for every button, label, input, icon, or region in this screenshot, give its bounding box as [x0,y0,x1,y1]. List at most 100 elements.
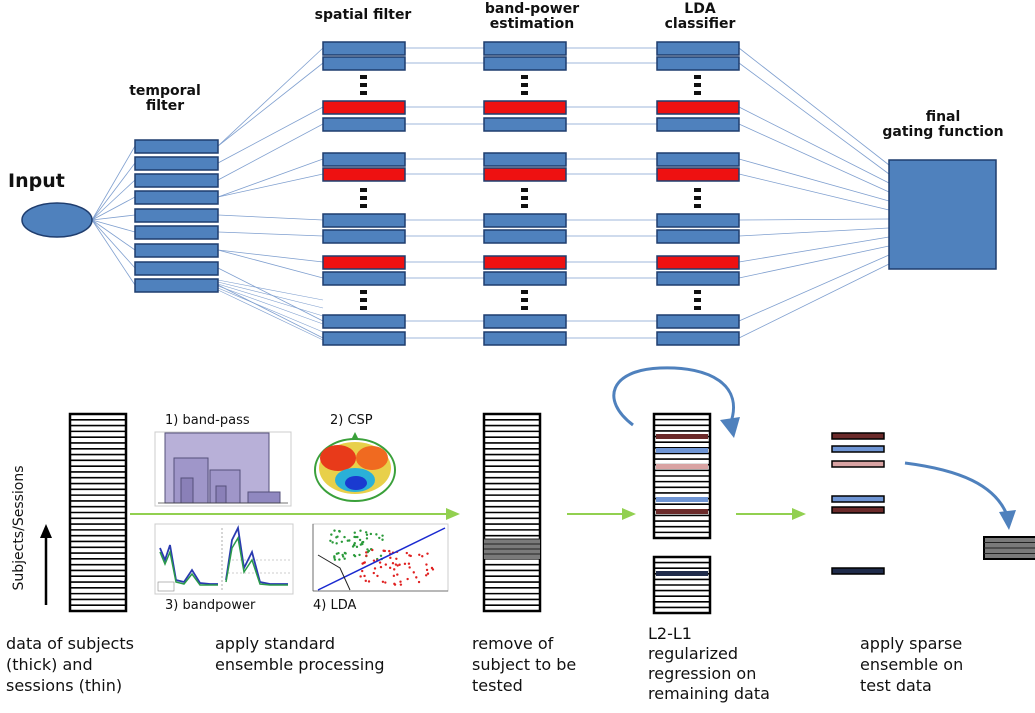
lda-point-red [372,571,375,575]
lda-point-green [335,552,339,555]
pipeline-box [656,314,740,329]
lda-point-red [426,572,430,575]
pipeline-box [322,41,406,56]
pipeline-box [656,117,740,132]
lda-point-red [389,556,392,560]
lda-point-red [412,571,415,574]
lda-point-green [381,538,384,541]
input-node [21,202,93,238]
lda-point-red [393,568,396,571]
step-csp-label: 2) CSP [330,413,373,428]
lda-point-green [364,531,368,534]
sparse-ensemble-bar [831,567,885,575]
fan-line [217,62,324,147]
selected-pipeline-box [483,255,567,270]
pipeline-connection-lines [217,47,890,341]
lda-point-green [365,537,369,540]
lda-point-green [355,545,359,549]
gating-line [738,173,890,211]
pipeline-box [322,56,406,71]
ellipsis-dot [360,83,367,87]
subjects-axis-arrowhead [40,524,52,538]
pipeline-box [483,229,567,244]
ellipsis-dot [694,290,701,294]
sparse-ensemble-bar [831,460,885,468]
lda-point-green [329,539,332,542]
pipeline-box [483,271,567,286]
lda-point-red [405,551,409,555]
lda-point-green [361,542,364,546]
ellipsis-dot [694,75,701,79]
gating-line [738,263,890,339]
gating-line [738,106,890,184]
lda-point-red [408,566,411,569]
selected-ensemble-row [656,497,708,502]
caption-remove-subject: remove of subject to be tested [472,634,577,695]
selected-ensemble-row [656,509,708,514]
pipeline-box [322,152,406,167]
lda-point-red [425,563,428,566]
caption-ensemble-processing: apply standard ensemble processing [215,634,385,674]
fan-line [91,162,136,221]
lda-point-red [364,579,367,583]
bandpower-panel [154,523,294,595]
ellipsis-dot [694,204,701,208]
ellipsis-dot [521,306,528,310]
lda-point-red [361,569,364,573]
gating-line [738,218,890,221]
csp-topography [314,432,396,502]
lda-point-red [426,552,429,555]
lda-point-red [396,564,399,567]
fan-line [217,279,324,301]
lda-point-red [415,576,418,579]
lda-point-green [353,531,356,534]
pipeline-box [483,213,567,228]
ellipsis-dot [521,91,528,95]
fan-line [217,106,324,164]
fan-line [217,47,324,147]
final-gating-heading: final gating function [882,109,1004,140]
fan-line [217,158,324,198]
temporal-filter-box [134,139,219,154]
lda-point-green [353,541,356,545]
selected-ensemble-row [656,448,708,453]
temporal-filter-box [134,261,219,276]
fan-line [91,214,136,221]
pipeline-box [656,331,740,346]
lda-point-red [379,565,383,569]
ellipsis-dot [360,196,367,200]
temporal-filter-box [134,208,219,223]
gating-line [738,62,890,175]
lda-point-red [394,563,398,566]
fan-line [91,219,136,251]
fan-line [91,179,136,221]
lda-point-red [388,549,391,553]
temporal-filter-box [134,156,219,171]
pipeline-box [483,117,567,132]
fan-line [217,287,324,333]
lda-point-red [430,566,434,570]
lda-point-red [367,580,371,583]
ellipsis-dot [694,196,701,200]
temporal-filter-box [134,173,219,188]
lda-point-green [333,556,336,559]
ellipsis-dot [360,306,367,310]
lda-point-red [365,551,368,554]
lda-point-red [361,562,364,565]
lda-point-green [346,539,349,542]
iteration-loop-arrow [612,366,740,438]
lda-point-red [424,574,428,577]
ellipsis-dot [360,75,367,79]
lda-point-red [418,553,421,556]
lda-point-red [406,577,409,581]
lda-point-red [381,580,385,583]
sparse-ensemble-bar [831,432,885,440]
fan-line [91,219,136,286]
ellipsis-dot [694,83,701,87]
lda-point-red [376,574,379,578]
sparse-ensemble-bar [831,495,885,503]
lda-point-green [359,529,362,532]
caption-data-of-subjects: data of subjects (thick) and sessions (t… [6,634,134,695]
lda-point-green [336,535,339,538]
